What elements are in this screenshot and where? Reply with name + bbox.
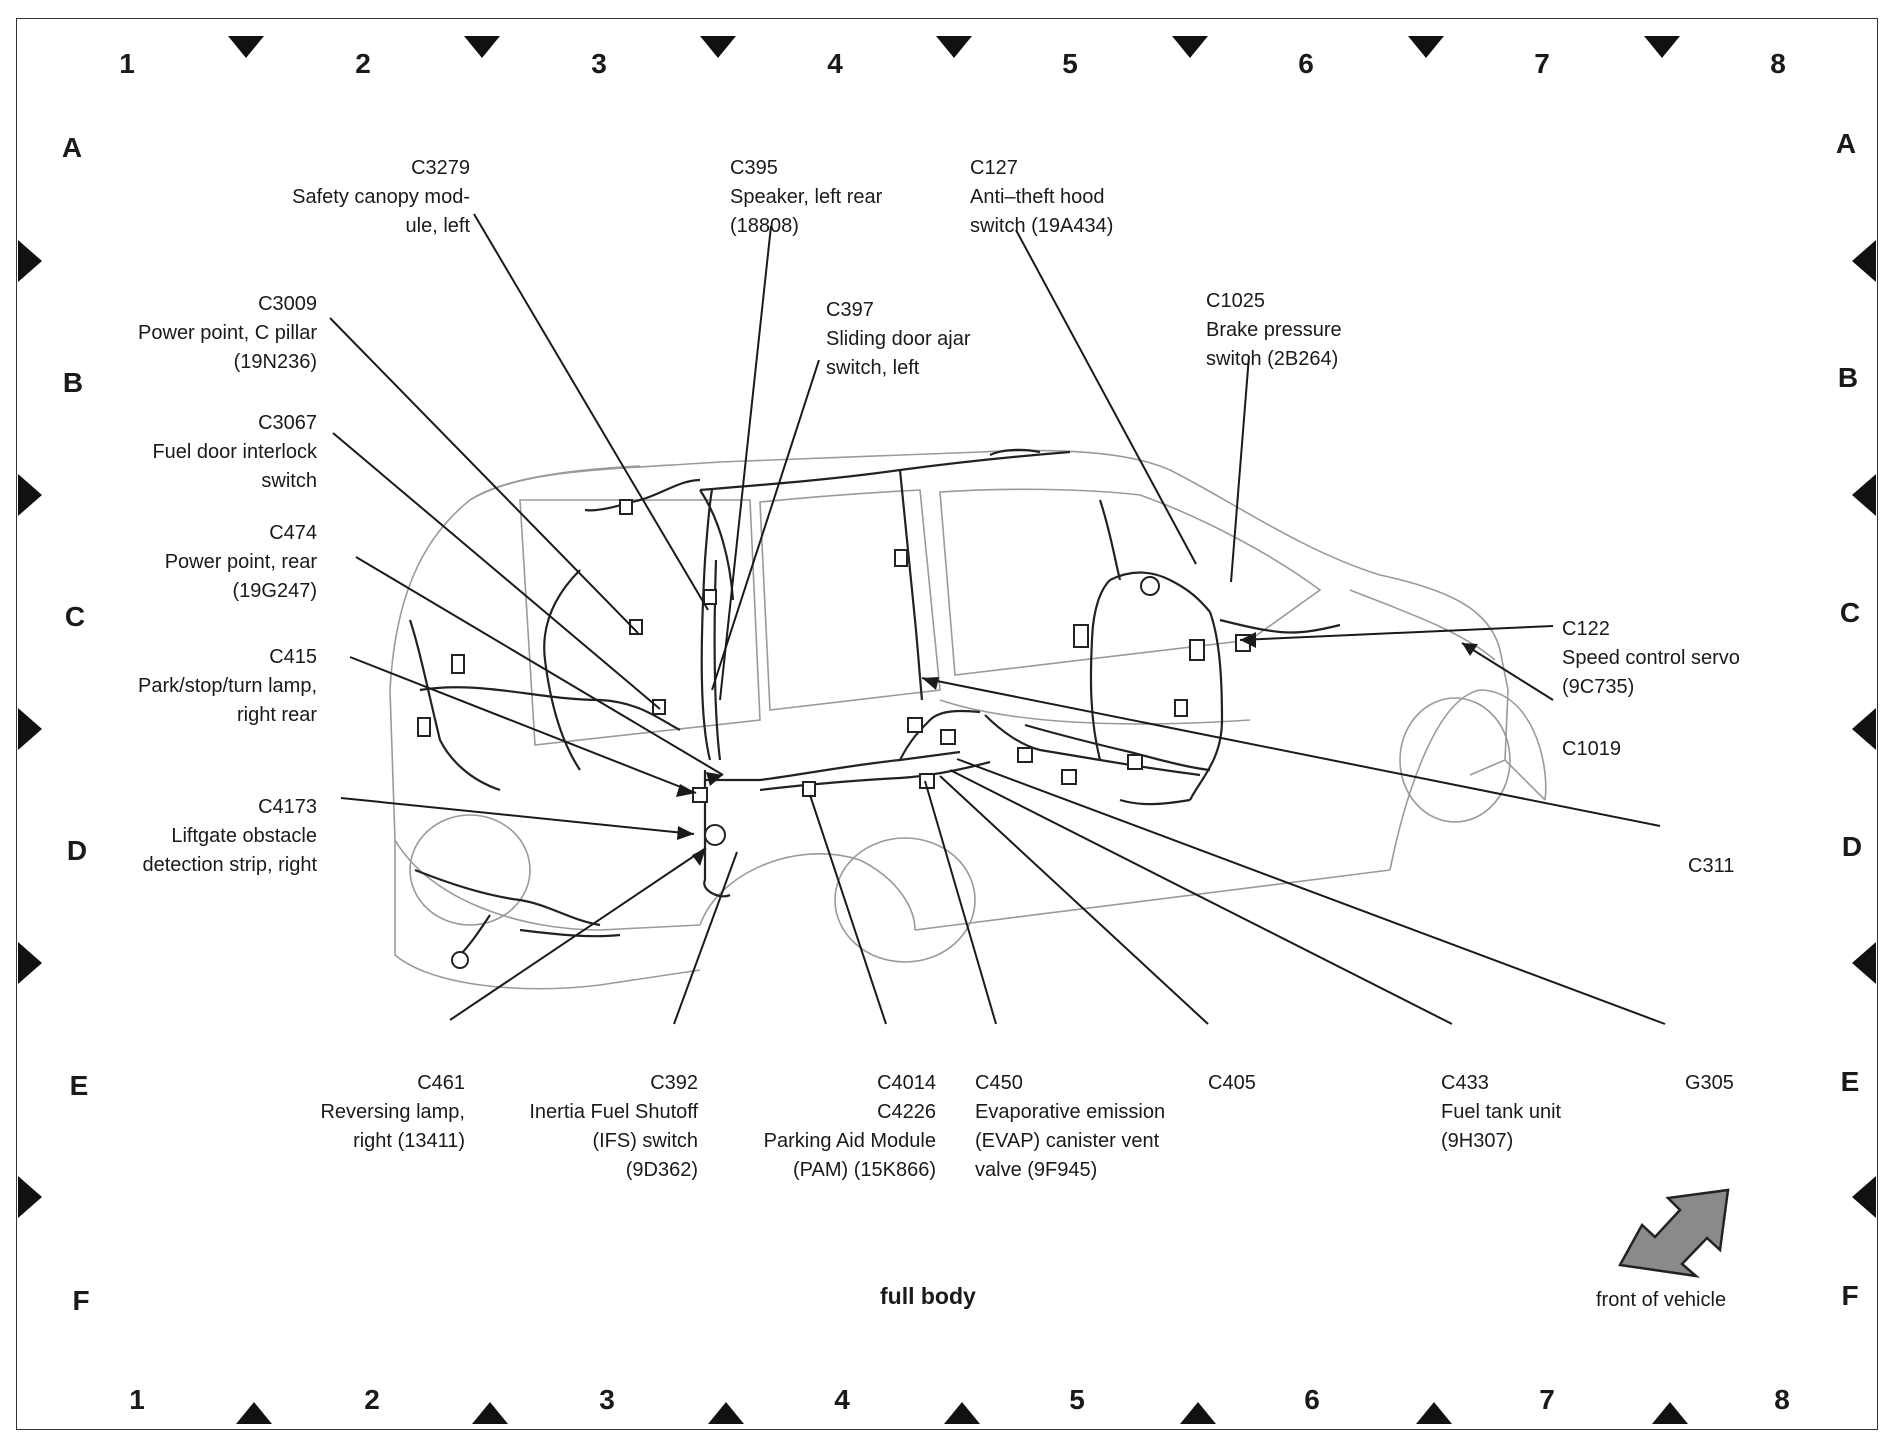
callout-code: C405 xyxy=(1208,1072,1256,1094)
col-label-bottom-8: 8 xyxy=(1774,1384,1790,1415)
col-label-bottom-5: 5 xyxy=(1069,1384,1085,1415)
callout-code: C474 xyxy=(269,522,317,544)
row-label-left-d: D xyxy=(66,835,88,866)
callout-desc: Liftgate obstacle detection strip, right xyxy=(142,825,317,876)
row-label-right-b: B xyxy=(1837,362,1859,393)
col-label-top-7: 7 xyxy=(1534,48,1550,79)
callout-desc: Fuel door interlock switch xyxy=(152,441,317,492)
callout-desc: Anti–theft hood switch (19A434) xyxy=(970,186,1114,237)
callout-code: G305 xyxy=(1685,1072,1734,1094)
callout-desc: Sliding door ajar switch, left xyxy=(826,328,971,379)
wiring-connectors xyxy=(417,499,1251,969)
callout-code: C3009 xyxy=(258,293,317,315)
row-label-right-d: D xyxy=(1841,831,1863,862)
leader-arrowheads xyxy=(676,632,1478,866)
callout-code: C3067 xyxy=(258,412,317,434)
callout-code: C4173 xyxy=(258,796,317,818)
col-label-top-6: 6 xyxy=(1298,48,1314,79)
row-label-right-e: E xyxy=(1840,1066,1860,1097)
callout-desc: Power point, rear (19G247) xyxy=(164,551,317,602)
col-label-bottom-1: 1 xyxy=(129,1384,145,1415)
callout-code: C392 xyxy=(650,1072,698,1094)
callout-code: C415 xyxy=(269,646,317,668)
col-label-top-3: 3 xyxy=(591,48,607,79)
col-label-bottom-6: 6 xyxy=(1304,1384,1320,1415)
leader-lines xyxy=(329,213,1666,1025)
callout-c405: C405 xyxy=(1208,1040,1256,1127)
callout-code: C395 xyxy=(730,157,778,179)
row-label-left-c: C xyxy=(64,601,86,632)
col-label-top-8: 8 xyxy=(1770,48,1786,79)
row-label-right-c: C xyxy=(1839,597,1861,628)
callout-code: C122 xyxy=(1562,618,1610,640)
wiring-harness xyxy=(408,448,1341,956)
col-label-top-5: 5 xyxy=(1062,48,1078,79)
col-label-bottom-4: 4 xyxy=(834,1384,850,1415)
front-arrow-icon xyxy=(1618,1188,1730,1278)
vehicle-body xyxy=(389,449,1547,990)
diagram-frame xyxy=(16,18,1878,1430)
col-label-top-1: 1 xyxy=(119,48,135,79)
callout-code: C4014 C4226 xyxy=(877,1072,936,1123)
callout-code: C450 xyxy=(975,1072,1023,1094)
col-label-bottom-3: 3 xyxy=(599,1384,615,1415)
callout-code: C397 xyxy=(826,299,874,321)
front-of-vehicle-label: front of vehicle xyxy=(1596,1289,1727,1311)
col-label-top-2: 2 xyxy=(355,48,371,79)
row-label-left-e: E xyxy=(69,1070,89,1101)
diagram-title: full body xyxy=(880,1283,976,1309)
callout-desc: Speaker, left rear (18808) xyxy=(730,186,883,237)
row-label-right-a: A xyxy=(1835,128,1857,159)
callout-code: C127 xyxy=(970,157,1018,179)
callout-c1019: C1019 xyxy=(1562,706,1621,793)
callout-desc: Evaporative emission (EVAP) canister ven… xyxy=(975,1101,1166,1181)
row-label-left-a: A xyxy=(61,132,83,163)
col-label-bottom-2: 2 xyxy=(364,1384,380,1415)
callout-desc: Power point, C pillar (19N236) xyxy=(138,322,317,373)
row-label-left-b: B xyxy=(62,367,84,398)
callout-desc: Reversing lamp, right (13411) xyxy=(320,1101,465,1152)
callout-desc: Safety canopy mod- ule, left xyxy=(292,186,470,237)
callout-desc: Speed control servo (9C735) xyxy=(1562,647,1740,698)
callout-code: C461 xyxy=(417,1072,465,1094)
callout-desc: Parking Aid Module (PAM) (15K866) xyxy=(763,1130,936,1181)
callout-desc: Brake pressure switch (2B264) xyxy=(1206,319,1342,370)
callout-code: C1019 xyxy=(1562,738,1621,760)
callout-desc: Fuel tank unit (9H307) xyxy=(1441,1101,1562,1152)
callout-code: C311 xyxy=(1688,855,1735,877)
grid-markers xyxy=(18,36,1876,1424)
col-label-bottom-7: 7 xyxy=(1539,1384,1555,1415)
callout-code: C3279 xyxy=(411,157,470,179)
callout-desc: Park/stop/turn lamp, right rear xyxy=(138,675,317,726)
row-label-left-f: F xyxy=(72,1285,90,1316)
row-label-right-f: F xyxy=(1841,1280,1859,1311)
callout-code: C1025 xyxy=(1206,290,1265,312)
col-label-top-4: 4 xyxy=(827,48,843,79)
callout-g305: G305 xyxy=(1685,1040,1734,1127)
callout-code: C433 xyxy=(1441,1072,1489,1094)
callout-c311: C311 xyxy=(1688,823,1734,910)
callout-desc: Inertia Fuel Shutoff (IFS) switch (9D362… xyxy=(529,1101,698,1181)
